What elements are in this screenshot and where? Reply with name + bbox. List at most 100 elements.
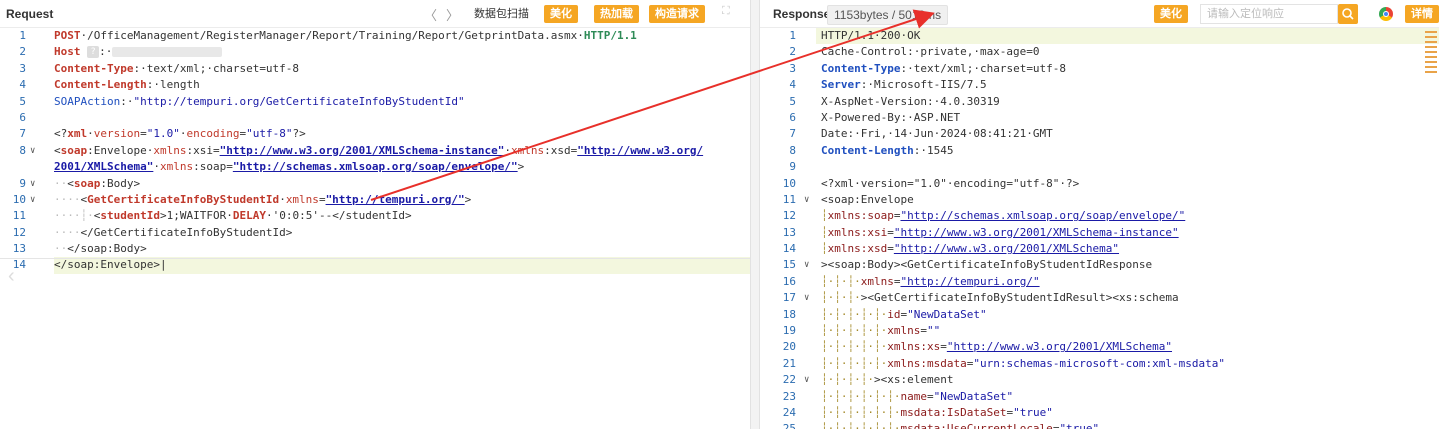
token: "http://schemas.xmlsoap.org/soap/envelop… <box>232 160 518 174</box>
code-line[interactable]: 2 Cache-Control:·private,·max-age=0 <box>760 44 1439 60</box>
request-toolbar: Request 〈 〉 数据包扫描 美化 热加载 构造请求 ⛶ <box>0 0 750 28</box>
code-line[interactable]: 15∨><soap:Body><GetCertificateInfoByStud… <box>760 257 1439 273</box>
fold-chevron-icon[interactable]: ∨ <box>30 194 36 205</box>
code-line[interactable]: 2001/XMLSchema"·xmlns:soap="http://schem… <box>0 159 750 175</box>
fold-chevron-icon[interactable]: ∨ <box>804 293 810 304</box>
token: "utf-8" <box>246 127 293 141</box>
token: ><GetCertificateInfoByStudentIdResult><x… <box>860 291 1179 305</box>
hot-load-button[interactable]: 热加载 <box>594 5 639 23</box>
scan-button[interactable]: 数据包扫描 <box>474 8 529 20</box>
code-line[interactable]: 8∨<soap:Envelope·xmlns:xsi="http://www.w… <box>0 143 750 159</box>
pane-divider[interactable] <box>750 0 760 429</box>
line-number: 2 <box>789 45 796 59</box>
fold-chevron-icon[interactable]: ∨ <box>804 375 810 386</box>
code-line[interactable]: 11····┆·<studentId>1;WAITFOR·DELAY·'0:0:… <box>0 208 750 224</box>
line-number: 3 <box>19 61 26 75</box>
response-search-input[interactable] <box>1200 4 1338 24</box>
code-line[interactable]: 23┆·┆·┆·┆·┆·┆·name="NewDataSet" <box>760 389 1439 405</box>
code-line[interactable]: 9 <box>760 159 1439 175</box>
token: = <box>893 274 901 288</box>
code-line[interactable]: 13··</soap:Body> <box>0 241 750 257</box>
code-line[interactable]: 21┆·┆·┆·┆·┆·xmlns:msdata="urn:schemas-mi… <box>760 356 1439 372</box>
chrome-icon[interactable] <box>1379 7 1393 21</box>
nav-prev-icon[interactable]: 〈 <box>424 8 438 23</box>
chevron-left-icon[interactable]: ‹ <box>8 265 15 287</box>
fold-chevron-icon[interactable]: ∨ <box>804 194 810 205</box>
minimap[interactable] <box>1423 28 1439 118</box>
line-number: 10 <box>12 192 26 206</box>
token: ><soap:Body><GetCertificateInfoByStudent… <box>821 258 1153 272</box>
code-line[interactable]: 25┆·┆·┆·┆·┆·┆·msdata:UseCurrentLocale="t… <box>760 421 1439 429</box>
code-line[interactable]: 10∨····<GetCertificateInfoByStudentId·xm… <box>0 192 750 208</box>
token: "NewDataSet" <box>933 389 1014 403</box>
code-line[interactable]: 17∨┆·┆·┆·><GetCertificateInfoByStudentId… <box>760 290 1439 306</box>
token: = <box>926 389 934 403</box>
token: ┆ <box>821 225 828 239</box>
nav-next-icon[interactable]: 〉 <box>446 8 460 23</box>
fold-chevron-icon[interactable]: ∨ <box>30 178 36 189</box>
build-request-button[interactable]: 构造请求 <box>649 5 705 23</box>
code-line[interactable]: 10<?xml·version="1.0"·encoding="utf-8"·?… <box>760 176 1439 192</box>
code-text: ····┆·<studentId>1;WAITFOR·DELAY·'0:0:5'… <box>54 208 412 224</box>
line-number: 18 <box>782 307 796 321</box>
code-line[interactable]: 11∨<soap:Envelope <box>760 192 1439 208</box>
code-line[interactable]: 24┆·┆·┆·┆·┆·┆·msdata:IsDataSet="true" <box>760 405 1439 421</box>
token: ┆·┆·┆·┆·┆· <box>821 356 888 370</box>
token: encoding <box>186 127 240 141</box>
token: > <box>517 160 525 174</box>
code-line[interactable]: 16┆·┆·┆·xmlns="http://tempuri.org/" <box>760 274 1439 290</box>
code-text: ┆·┆·┆·┆·><xs:element <box>821 372 953 388</box>
token: Server <box>821 78 861 92</box>
token: xmlns <box>285 192 319 206</box>
token: <? <box>54 127 68 141</box>
token: "http://www.w3.org/ <box>577 143 704 157</box>
details-button[interactable]: 详情 <box>1405 5 1439 23</box>
code-line[interactable]: 7<?xml·version="1.0"·encoding="utf-8"?> <box>0 126 750 142</box>
code-text: ┆·┆·┆·┆·┆·┆·msdata:IsDataSet="true" <box>821 405 1053 421</box>
token: = <box>1006 405 1014 419</box>
token: :Envelope· <box>87 143 154 157</box>
line-number: 6 <box>789 110 796 124</box>
fold-chevron-icon[interactable]: ∨ <box>30 145 36 156</box>
token: Content-Type <box>54 61 134 75</box>
fold-chevron-icon[interactable]: ∨ <box>804 260 810 271</box>
beautify-button[interactable]: 美化 <box>544 5 578 23</box>
code-line[interactable]: 12····</GetCertificateInfoByStudentId> <box>0 225 750 241</box>
line-number: 12 <box>12 225 26 239</box>
code-line[interactable]: 13┆xmlns:xsi="http://www.w3.org/2001/XML… <box>760 225 1439 241</box>
token: version <box>93 127 141 141</box>
expand-icon[interactable]: ⛶ <box>722 5 730 17</box>
token: = <box>887 225 894 239</box>
code-text: HTTP/1.1·200·OK <box>821 28 920 44</box>
code-line[interactable]: 12┆xmlns:soap="http://schemas.xmlsoap.or… <box>760 208 1439 224</box>
code-line[interactable]: 14</soap:Envelope>| <box>0 257 750 274</box>
code-line[interactable]: 6 <box>0 110 750 126</box>
search-button[interactable] <box>1338 4 1358 24</box>
code-line[interactable]: 19┆·┆·┆·┆·┆·xmlns="" <box>760 323 1439 339</box>
line-number: 23 <box>782 389 796 403</box>
token: soap <box>73 176 101 190</box>
code-line[interactable]: 22∨┆·┆·┆·┆·><xs:element <box>760 372 1439 388</box>
code-line[interactable]: 18┆·┆·┆·┆·┆·id="NewDataSet" <box>760 307 1439 323</box>
token: ┆·┆·┆·┆· <box>821 373 874 387</box>
code-text: Cache-Control:·private,·max-age=0 <box>821 44 1040 60</box>
code-line[interactable]: 9∨··<soap:Body> <box>0 176 750 192</box>
code-line[interactable]: 20┆·┆·┆·┆·┆·xmlns:xs="http://www.w3.org/… <box>760 339 1439 355</box>
code-line[interactable]: 14┆xmlns:xsd="http://www.w3.org/2001/XML… <box>760 241 1439 257</box>
response-beautify-button[interactable]: 美化 <box>1154 5 1188 23</box>
line-number: 8 <box>789 143 796 157</box>
